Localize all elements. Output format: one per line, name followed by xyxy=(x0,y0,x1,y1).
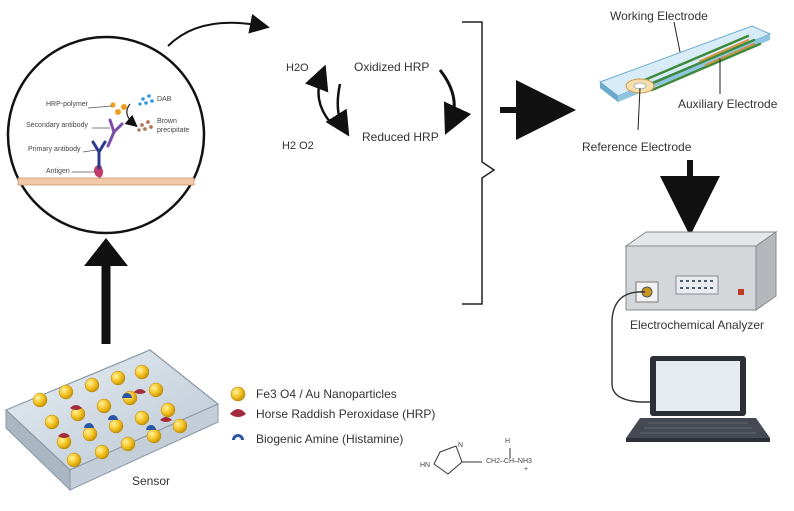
legend-amine-icon xyxy=(232,434,244,440)
laptop xyxy=(626,356,770,442)
histamine-structure xyxy=(433,445,511,475)
label-dab: DAB xyxy=(157,96,172,103)
legend-amine-label: Biogenic Amine (Histamine) xyxy=(256,432,404,446)
screen-printed-electrode xyxy=(598,21,772,131)
label-electrochemical-analyzer: Electrochemical Analyzer xyxy=(630,318,765,332)
tissue-slide xyxy=(17,177,195,186)
dab-dots xyxy=(138,94,154,106)
hrp-polymer xyxy=(110,102,127,115)
legend-nanoparticle-icon xyxy=(230,386,246,402)
secondary-antibody xyxy=(106,118,124,148)
label-secondary-antibody: Secondary antibody xyxy=(26,122,88,129)
label-precipitate: precipitate xyxy=(157,127,190,134)
histamine-nh: HN xyxy=(420,462,431,469)
hrp-redox-cycle xyxy=(304,64,472,137)
sensor-plate xyxy=(4,349,220,492)
label-working-electrode: Working Electrode xyxy=(610,9,708,23)
label-auxiliary-electrode: Auxiliary Electrode xyxy=(678,97,778,111)
histamine-h: H xyxy=(505,438,511,445)
electrochemical-analyzer xyxy=(624,231,778,311)
histamine-chain: CH2–CH–NH3 xyxy=(486,458,532,465)
antigen-shape xyxy=(94,164,104,178)
primary-antibody xyxy=(91,140,107,170)
label-h2o: H2O xyxy=(286,62,309,74)
hrp-on-plate xyxy=(58,389,172,438)
legend-nanoparticles-label: Fe3 O4 / Au Nanoparticles xyxy=(256,387,397,401)
arrow-h2o-to-reduced xyxy=(325,83,350,137)
label-sensor: Sensor xyxy=(132,474,171,488)
cable xyxy=(611,291,660,403)
label-antigen: Antigen xyxy=(46,168,70,175)
dab-conversion-arrow xyxy=(124,103,138,128)
curly-bracket xyxy=(462,21,496,305)
ihc-inset-circle xyxy=(6,35,206,235)
arrow-oxidized-to-reduced xyxy=(438,69,472,135)
histamine-n: N xyxy=(458,442,464,449)
label-primary-antibody: Primary antibody xyxy=(28,146,81,153)
gold-nanoparticles xyxy=(32,364,188,468)
label-reduced-hrp: Reduced HRP xyxy=(362,130,439,144)
arrow-h2o2-to-h2o xyxy=(304,64,331,123)
label-hrp-polymer: HRP-polymer xyxy=(46,101,89,108)
label-oxidized-hrp: Oxidized HRP xyxy=(354,60,430,74)
label-h2o2: H2 O2 xyxy=(282,140,314,152)
brown-precipitate-dots xyxy=(137,120,153,132)
histamine-on-plate xyxy=(84,393,156,430)
legend-hrp-label: Horse Raddish Peroxidase (HRP) xyxy=(256,407,436,421)
legend-hrp-icon xyxy=(230,409,246,417)
label-brown: Brown xyxy=(157,118,177,125)
arrow-inset-to-cycle xyxy=(167,13,270,47)
label-reference-electrode: Reference Electrode xyxy=(582,140,692,154)
histamine-charge: + xyxy=(524,466,529,473)
